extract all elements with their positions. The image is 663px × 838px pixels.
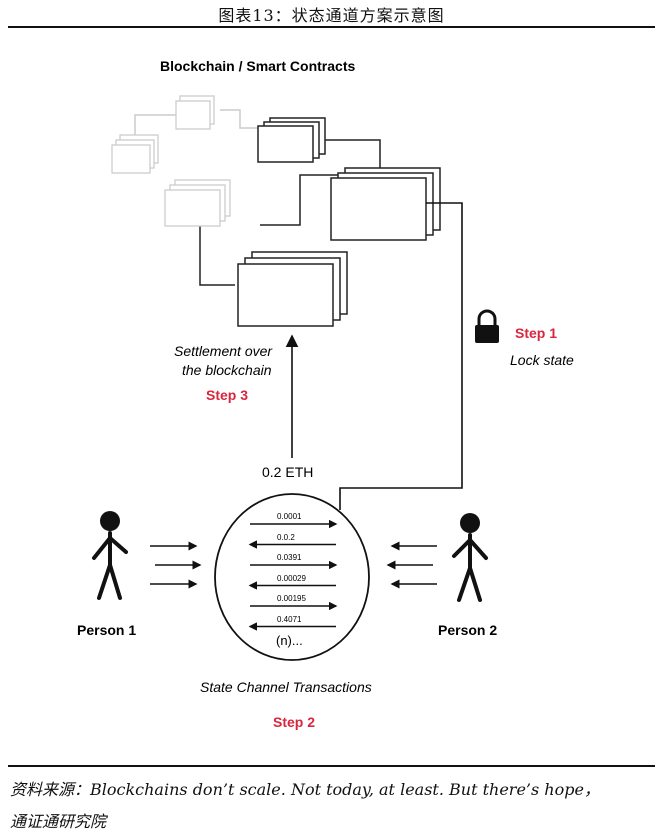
settlement-line-1: Settlement over (174, 343, 273, 359)
faded-block-b (175, 95, 215, 130)
source-line-1: 资料来源：Blockchains don’t scale. Not today,… (10, 780, 600, 799)
person-2-figure (452, 513, 488, 602)
step-3-label: Step 3 (206, 387, 249, 403)
transaction-value: 0.0391 (277, 553, 302, 562)
channel-label: State Channel Transactions (200, 679, 372, 695)
person-2-arrows (386, 541, 437, 589)
lock-icon (475, 309, 499, 343)
source-note: 资料来源：Blockchains don’t scale. Not today,… (10, 774, 650, 838)
faded-block-a (111, 134, 159, 174)
block-right (330, 167, 441, 241)
top-rule (8, 26, 655, 28)
block-settlement (237, 251, 348, 327)
person-1-label: Person 1 (77, 622, 137, 638)
blockchain-title: Blockchain / Smart Contracts (160, 58, 356, 74)
person-2-label: Person 2 (438, 622, 498, 638)
person-1-arrows (150, 541, 202, 589)
block-top (257, 117, 326, 163)
source-line-2: 通证通研究院 (10, 812, 107, 831)
state-channel-ellipse (214, 493, 370, 661)
chain-connectors-dark (199, 139, 381, 286)
transaction-value: 0.4071 (277, 614, 302, 624)
person-1-figure (92, 511, 128, 600)
step-2-label: Step 2 (273, 714, 316, 730)
figure-title: 图表13：状态通道方案示意图 (218, 6, 445, 25)
lock-connection-line (339, 202, 463, 510)
transaction-value: 0.00029 (277, 573, 306, 583)
transaction-value: 0.00195 (277, 594, 306, 603)
transaction-value: 0.0.2 (277, 532, 295, 542)
lock-state-label: Lock state (510, 352, 574, 368)
amount-label: 0.2 ETH (262, 464, 314, 480)
bottom-rule (8, 765, 655, 767)
more-transactions-label: (n)... (276, 633, 303, 648)
settlement-line-2: the blockchain (182, 362, 272, 378)
transaction-value: 0.0001 (277, 512, 302, 521)
transaction-arrows (248, 519, 338, 631)
step-1-label: Step 1 (515, 325, 558, 341)
faded-block-c (164, 179, 231, 227)
